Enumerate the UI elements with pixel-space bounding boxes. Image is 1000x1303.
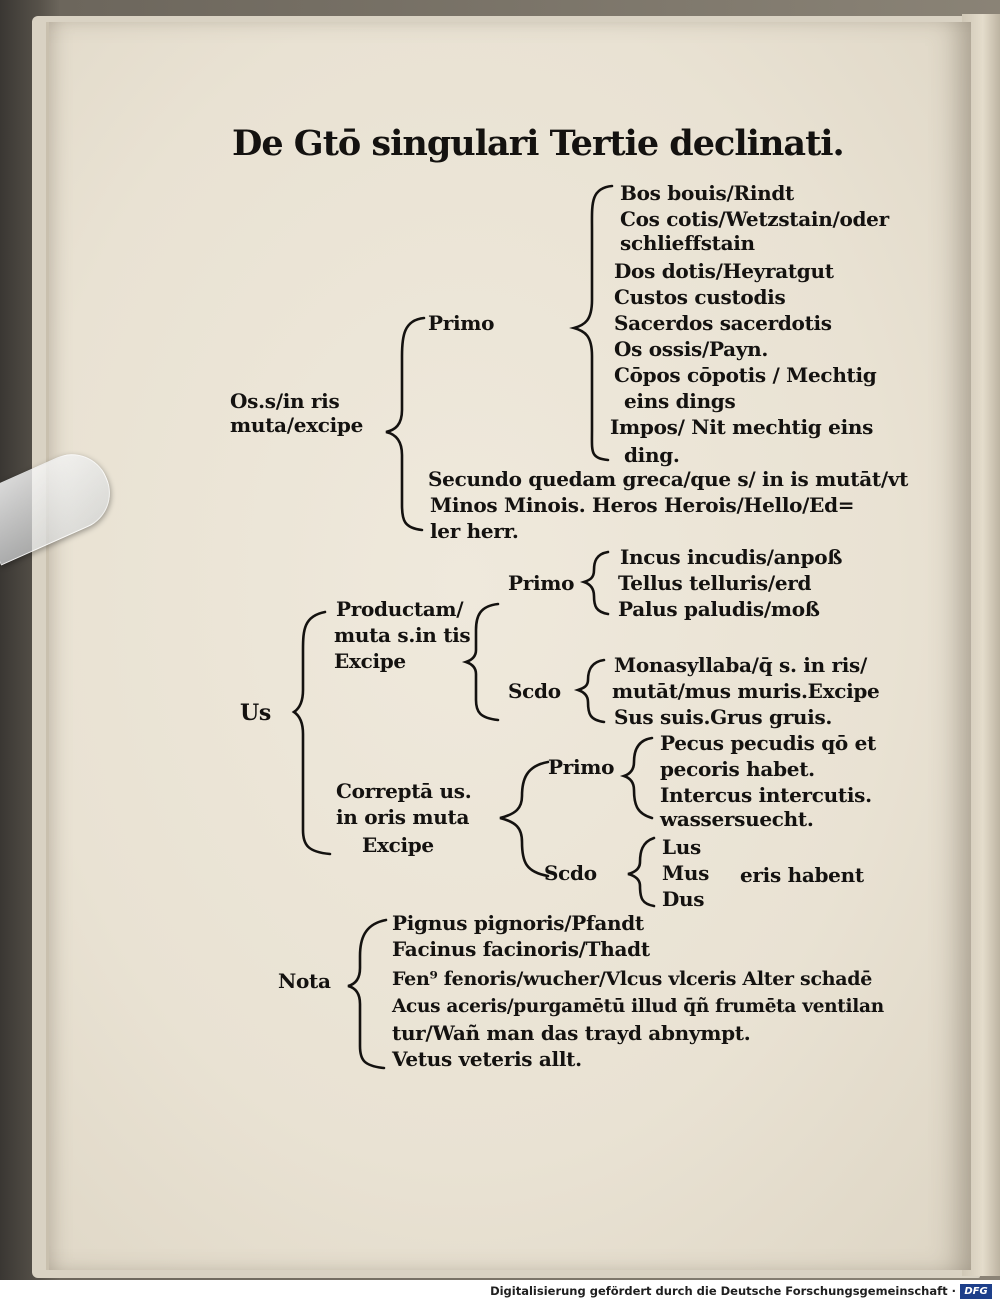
nota-line-4: Acus aceris/purgamētū illud q̄ñ frumēta … (392, 996, 884, 1017)
correpta-primo-item-3: Intercus intercutis. (660, 783, 872, 807)
correpta-secundo-note: eris habent (740, 863, 864, 887)
secundo-line-1: Secundo quedam greca/que s/ in is mutāt/… (428, 467, 909, 491)
brace-os-rule (385, 316, 426, 532)
productam-line-3: Excipe (334, 649, 406, 673)
page-title: De Gtō singulari Tertie declinati. (232, 123, 845, 164)
primo-item-11: ding. (624, 443, 680, 467)
brace-correpta (499, 760, 550, 878)
nota-line-5: tur/Wañ man das trayd abnympt. (392, 1021, 751, 1045)
primo-item-7: Os ossis/Payn. (614, 337, 769, 361)
nota-line-1: Pignus pignoris/Pfandt (392, 911, 644, 935)
productam-primo-item-1: Incus incudis/anpoß (620, 545, 843, 569)
brace-primo-items (569, 184, 614, 462)
nota-line-6: Vetus veteris allt. (392, 1047, 582, 1071)
primo-item-5: Custos custodis (614, 285, 786, 309)
us-rule-label: Us (240, 700, 271, 726)
brace-productam (461, 602, 500, 722)
brace-correpta-primo (619, 736, 654, 820)
dfg-logo: DFG (960, 1284, 992, 1299)
productam-secundo-label: Scdo (508, 679, 561, 703)
correpta-secundo-item-2: Mus (662, 861, 710, 885)
primo-item-9: eins dings (624, 389, 736, 413)
productam-secundo-item-1: Monasyllaba/q̄ s. in ris/ (614, 653, 867, 677)
productam-primo-item-3: Palus paludis/moß (618, 597, 820, 621)
primo-item-3: schlieffstain (620, 231, 755, 255)
correpta-secundo-label: Scdo (544, 861, 597, 885)
productam-line-1: Productam/ (336, 597, 464, 621)
primo-item-10: Impos/ Nit mechtig eins (610, 415, 874, 439)
correpta-secundo-item-3: Dus (662, 887, 705, 911)
secundo-line-2: Minos Minois. Heros Herois/Hello/Ed= (430, 493, 855, 517)
brace-nota (347, 918, 388, 1070)
productam-primo-item-2: Tellus telluris/erd (618, 571, 812, 595)
os-rule-line-1: Os.s/in ris (230, 389, 340, 413)
primo-item-4: Dos dotis/Heyratgut (614, 259, 834, 283)
correpta-secundo-item-1: Lus (662, 835, 701, 859)
correpta-line-3: Excipe (362, 833, 434, 857)
primo-label: Primo (428, 311, 495, 335)
primo-item-8: Cōpos cōpotis / Mechtig (614, 363, 877, 387)
productam-line-2: muta s.in tis (334, 623, 471, 647)
digitization-footer: Digitalisierung gefördert durch die Deut… (0, 1281, 1000, 1303)
nota-line-2: Facinus facinoris/Thadt (392, 937, 650, 961)
correpta-line-2: in oris muta (336, 805, 470, 829)
correpta-line-1: Correptā us. (336, 779, 472, 803)
brace-productam-secundo (573, 658, 606, 724)
nota-label: Nota (278, 969, 331, 993)
correpta-primo-item-1: Pecus pecudis qō et (660, 731, 876, 755)
os-rule-line-2: muta/excipe (230, 413, 364, 437)
correpta-primo-item-4: wassersuecht. (660, 807, 814, 831)
brace-us-rule (291, 610, 332, 856)
primo-item-6: Sacerdos sacerdotis (614, 311, 832, 335)
productam-secundo-item-2: mutāt/mus muris.Excipe (612, 679, 880, 703)
book-page (46, 22, 971, 1270)
correpta-primo-label: Primo (548, 755, 615, 779)
primo-item-2: Cos cotis/Wetzstain/oder (620, 207, 889, 231)
primo-item-1: Bos bouis/Rindt (620, 181, 794, 205)
brace-productam-primo (579, 550, 610, 616)
correpta-primo-item-2: pecoris habet. (660, 757, 815, 781)
footer-credit: Digitalisierung gefördert durch die Deut… (490, 1284, 956, 1298)
productam-secundo-item-3: Sus suis.Grus gruis. (614, 705, 833, 729)
nota-line-3: Fen⁹ fenoris/wucher/Vlcus vlceris Alter … (392, 968, 873, 990)
secundo-line-3: ler herr. (430, 519, 519, 543)
productam-primo-label: Primo (508, 571, 575, 595)
brace-correpta-secundo (627, 836, 656, 908)
